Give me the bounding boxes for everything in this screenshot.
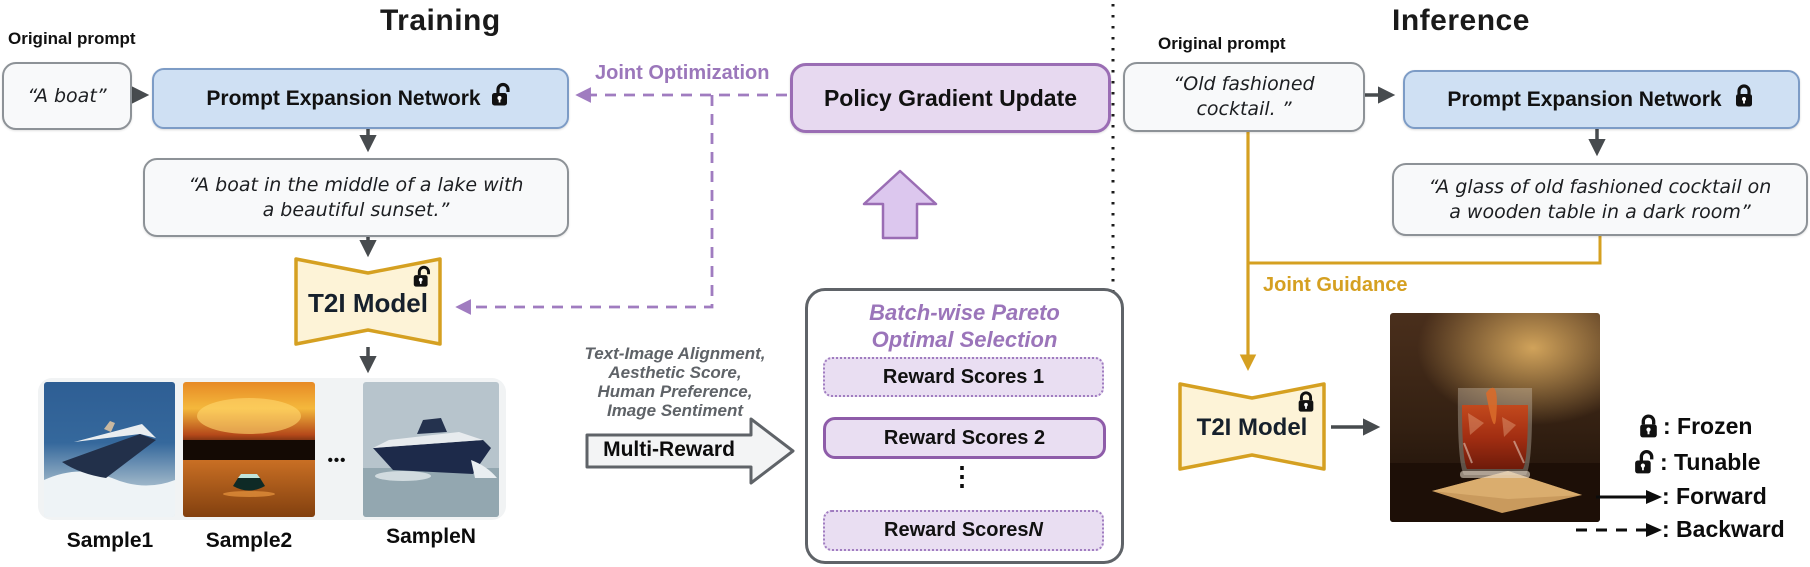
training-t2i-model: T2I Model: [293, 256, 443, 347]
unlock-icon: [413, 265, 431, 287]
training-original-prompt-box: “A boat”: [2, 62, 132, 130]
reward-scores-n-suffix: N: [1028, 519, 1043, 541]
legend-backward-label: : Backward: [1662, 516, 1785, 542]
inference-original-prompt-line1: “Old fashioned: [1173, 73, 1315, 95]
unlock-icon: [491, 82, 510, 106]
training-original-prompt-label: Original prompt: [8, 29, 136, 48]
inference-original-prompt-line2: cocktail. ”: [1196, 98, 1292, 120]
pareto-title-line2: Optimal Selection: [871, 327, 1058, 352]
inference-expanded-prompt-line1: “A glass of old fashioned cocktail on: [1428, 175, 1772, 198]
reward-line-4: Image Sentiment: [606, 401, 744, 420]
inference-t2i-label: T2I Model: [1196, 414, 1308, 441]
up-block-arrow: [862, 169, 938, 240]
sampleN-image: [363, 382, 499, 517]
training-t2i-label: T2I Model: [308, 288, 428, 318]
dashed-arrow-icon: [1576, 523, 1662, 537]
multi-reward-arrow: [585, 417, 795, 485]
solid-arrow-icon: [1596, 490, 1662, 504]
reward-scores-2-label: Reward Scores 2: [883, 426, 1046, 449]
inference-expanded-prompt-line2: a wooden table in a dark room”: [1449, 200, 1751, 223]
training-prompt-expansion-network-box: Prompt Expansion Network: [152, 68, 569, 129]
legend-tunable-label: : Tunable: [1660, 449, 1761, 475]
joint-optimization-label: Joint Optimization: [595, 62, 770, 84]
multi-reward-label: Multi-Reward: [603, 438, 735, 461]
policy-gradient-update-box: Policy Gradient Update: [790, 63, 1111, 133]
samples-ellipsis: •••: [327, 452, 347, 469]
reward-line-3: Human Preference,: [597, 382, 753, 401]
sample1-label: Sample1: [66, 529, 154, 552]
reward-line-2: Aesthetic Score,: [608, 363, 742, 382]
reward-scores-n-box: Reward Scores N: [823, 510, 1104, 551]
training-title: Training: [380, 4, 501, 37]
inference-prompt-expansion-network-box: Prompt Expansion Network: [1403, 70, 1800, 129]
sample1-image: [44, 382, 175, 517]
legend-frozen-label: : Frozen: [1663, 413, 1753, 439]
pareto-title-line1: Batch-wise Pareto: [869, 300, 1060, 325]
training-pen-label: Prompt Expansion Network: [206, 86, 481, 110]
legend-forward-label: : Forward: [1662, 483, 1767, 509]
joint-guidance-label: Joint Guidance: [1263, 274, 1408, 296]
t2i-bowtie-shape: [294, 257, 442, 346]
inference-title: Inference: [1392, 4, 1530, 37]
inference-pen-label: Prompt Expansion Network: [1447, 87, 1722, 111]
policy-gradient-label: Policy Gradient Update: [823, 84, 1078, 111]
cocktail-result-image: [1390, 313, 1600, 522]
sample2-label: Sample2: [205, 529, 293, 552]
reward-line-1: Text-Image Alignment,: [584, 344, 766, 363]
reward-scores-1-box: Reward Scores 1: [823, 357, 1104, 397]
reward-scores-n-label: Reward Scores: [884, 519, 1029, 541]
training-expanded-prompt-box: “A boat in the middle of a lake with a b…: [143, 158, 569, 237]
sampleN-label: SampleN: [386, 525, 476, 548]
sample2-image: [183, 382, 315, 517]
training-expanded-prompt-line1: “A boat in the middle of a lake with: [188, 173, 524, 196]
inference-original-prompt-box: “Old fashioned cocktail. ”: [1123, 62, 1365, 132]
reward-list: Text-Image Alignment, Aesthetic Score, H…: [555, 344, 795, 420]
t2i-bowtie-shape: [1178, 382, 1326, 471]
unlock-icon: [1635, 450, 1654, 474]
inference-expanded-prompt-box: “A glass of old fashioned cocktail on a …: [1392, 163, 1808, 236]
inference-original-prompt-label: Original prompt: [1158, 34, 1286, 53]
reward-scores-1-label: Reward Scores 1: [882, 365, 1045, 388]
lock-icon: [1640, 414, 1657, 438]
reward-scores-ellipsis: ⋮: [949, 461, 975, 491]
inference-t2i-model: T2I Model: [1177, 381, 1327, 472]
reward-scores-2-box: Reward Scores 2: [823, 417, 1106, 459]
lock-icon: [1735, 83, 1752, 106]
lock-icon: [1298, 391, 1314, 412]
training-original-prompt-text: “A boat”: [27, 85, 107, 107]
training-expanded-prompt-line2: a beautiful sunset.”: [262, 198, 450, 221]
legend: : Frozen : Tunable : Forward : Backward: [1570, 410, 1810, 547]
